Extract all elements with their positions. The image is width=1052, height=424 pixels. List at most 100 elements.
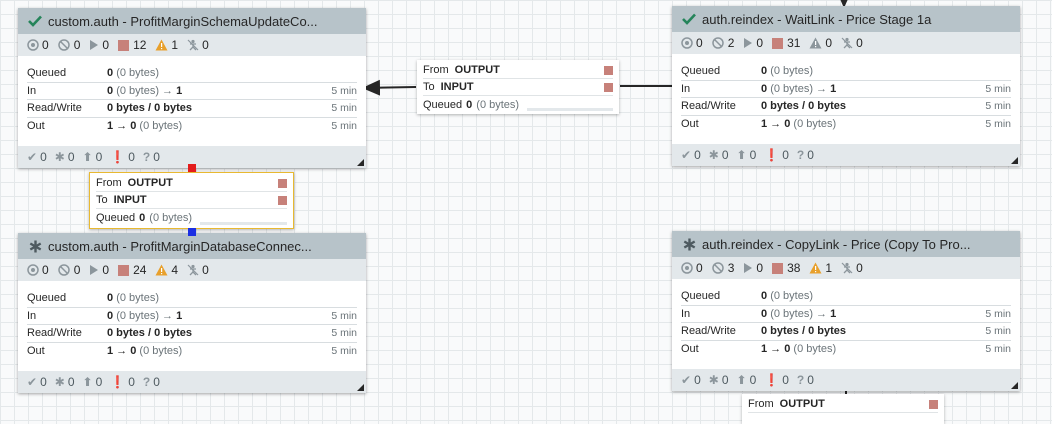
play-icon xyxy=(744,38,753,48)
processor-header[interactable]: custom.auth - ProfitMarginDatabaseConnec… xyxy=(18,233,366,259)
processor-title: auth.reindex - CopyLink - Price (Copy To… xyxy=(702,236,971,252)
warning-icon xyxy=(155,39,168,51)
processor-stats: 0 0 0 12 1 0 xyxy=(18,34,366,56)
queued-label: Queued xyxy=(96,211,136,224)
active-count: 0 xyxy=(42,38,49,52)
target-anchor-handle[interactable] xyxy=(188,228,196,236)
disabled-count: 0 xyxy=(856,36,863,50)
processor-waitlink-price-stage-1a[interactable]: auth.reindex - WaitLink - Price Stage 1a… xyxy=(672,6,1020,166)
active-threads-icon xyxy=(27,264,39,276)
from-value: OUTPUT xyxy=(127,177,173,189)
from-value: OUTPUT xyxy=(454,64,500,76)
processor-title: auth.reindex - WaitLink - Price Stage 1a xyxy=(702,11,932,27)
processor-footer: ✔0 ✱0 ⬆0 ❗0 ?0 xyxy=(18,146,366,168)
stop-icon xyxy=(118,264,130,276)
stop-icon xyxy=(772,262,784,274)
processor-profit-margin-schema-update[interactable]: custom.auth - ProfitMarginSchemaUpdateCo… xyxy=(18,8,366,168)
error-icon: ❗ xyxy=(110,375,126,389)
invalid-icon xyxy=(711,262,724,274)
upload-icon: ⬆ xyxy=(82,375,93,389)
warning-icon xyxy=(809,262,822,274)
resize-handle[interactable] xyxy=(357,159,364,166)
play-icon xyxy=(90,40,99,50)
warning-count: 0 xyxy=(825,36,833,50)
resize-handle[interactable] xyxy=(1011,157,1018,164)
stop-icon xyxy=(118,39,130,51)
check-icon: ✔ xyxy=(27,150,38,164)
stop-icon xyxy=(929,399,938,409)
disabled-count: 0 xyxy=(202,38,209,52)
to-value: INPUT xyxy=(113,194,147,206)
queued-bytes: (0 bytes) xyxy=(149,211,193,224)
processor-profit-margin-database-connection[interactable]: custom.auth - ProfitMarginDatabaseConnec… xyxy=(18,233,366,393)
running-count: 0 xyxy=(102,38,110,52)
asterisk-icon: ✱ xyxy=(54,150,65,164)
active-threads-icon xyxy=(27,39,39,51)
processor-copylink-price[interactable]: auth.reindex - CopyLink - Price (Copy To… xyxy=(672,231,1020,391)
processor-header[interactable]: custom.auth - ProfitMarginSchemaUpdateCo… xyxy=(18,8,366,34)
connection-line-c1-left[interactable] xyxy=(362,79,417,96)
active-threads-icon xyxy=(681,37,693,49)
from-value: OUTPUT xyxy=(779,398,825,410)
invalid-icon xyxy=(57,39,70,51)
warning-count: 1 xyxy=(171,38,179,52)
warning-icon xyxy=(155,264,168,276)
disabled-icon xyxy=(187,264,199,276)
resize-handle[interactable] xyxy=(1011,382,1018,389)
processor-title: custom.auth - ProfitMarginSchemaUpdateCo… xyxy=(48,13,318,29)
question-icon: ? xyxy=(142,150,151,164)
error-icon: ❗ xyxy=(764,148,780,162)
check-icon: ✔ xyxy=(681,148,692,162)
from-label: From xyxy=(748,398,774,410)
check-icon xyxy=(28,14,42,28)
resize-handle[interactable] xyxy=(357,384,364,391)
running-count: 0 xyxy=(756,36,764,50)
play-icon xyxy=(744,263,753,273)
warning-icon xyxy=(809,37,822,49)
processor-footer: ✔0 ✱0 ⬆0 ❗0 ?0 xyxy=(18,371,366,393)
play-icon xyxy=(90,265,99,275)
source-anchor-handle[interactable] xyxy=(188,164,196,172)
asterisk-icon xyxy=(28,239,42,253)
stop-icon xyxy=(604,65,613,75)
stopped-count: 31 xyxy=(787,36,801,50)
processor-header[interactable]: auth.reindex - CopyLink - Price (Copy To… xyxy=(672,231,1020,257)
queued-value: 0 xyxy=(466,98,473,111)
queue-bar xyxy=(527,108,613,111)
disabled-icon xyxy=(841,37,853,49)
queued-bytes: (0 bytes) xyxy=(476,98,520,111)
processor-header[interactable]: auth.reindex - WaitLink - Price Stage 1a xyxy=(672,6,1020,32)
check-icon: ✔ xyxy=(681,373,692,387)
question-icon: ? xyxy=(796,148,805,162)
stop-icon xyxy=(604,82,613,92)
processor-footer: ✔0 ✱0 ⬆0 ❗0 ?0 xyxy=(672,144,1020,166)
disabled-icon xyxy=(841,262,853,274)
question-icon: ? xyxy=(142,375,151,389)
from-label: From xyxy=(96,177,122,189)
processor-footer: ✔0 ✱0 ⬆0 ❗0 ?0 xyxy=(672,369,1020,391)
connection-label-c3[interactable]: From OUTPUT xyxy=(742,394,944,424)
upload-icon: ⬆ xyxy=(736,373,747,387)
error-icon: ❗ xyxy=(110,150,126,164)
invalid-icon xyxy=(711,37,724,49)
check-icon: ✔ xyxy=(27,375,38,389)
error-icon: ❗ xyxy=(764,373,780,387)
invalid-count: 2 xyxy=(727,36,735,50)
disabled-icon xyxy=(187,39,199,51)
processor-title: custom.auth - ProfitMarginDatabaseConnec… xyxy=(48,238,312,254)
check-icon xyxy=(682,12,696,26)
